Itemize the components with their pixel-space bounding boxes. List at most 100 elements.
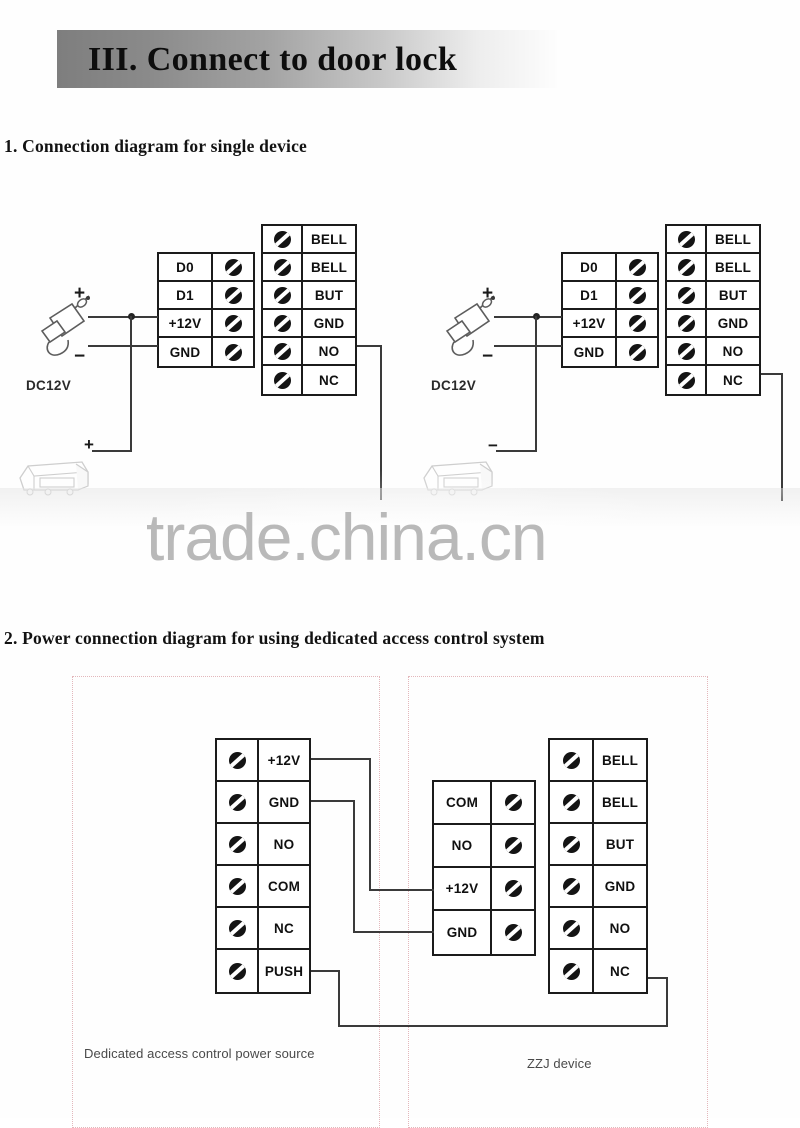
terminal-row: NO xyxy=(263,338,355,366)
dc-power-label-left: DC12V xyxy=(26,378,72,393)
terminal-row: GND xyxy=(217,782,309,824)
wire-adapter-minus-right xyxy=(494,345,562,348)
terminal-label: BELL xyxy=(601,794,639,810)
screw-icon xyxy=(667,366,707,394)
screw-icon xyxy=(263,366,303,394)
wire-12v-seg-a xyxy=(311,758,371,761)
screw-icon xyxy=(550,866,594,906)
terminal-label: D1 xyxy=(159,282,213,308)
terminal-row: BUT xyxy=(667,282,759,310)
section-1-heading: 1. Connection diagram for single device xyxy=(4,136,308,156)
wire-gnd-seg-c xyxy=(353,931,434,934)
terminal-row: BUT xyxy=(550,824,646,866)
wire-gnd-seg-b xyxy=(353,800,356,933)
terminal-label: NO xyxy=(609,920,631,936)
screw-icon xyxy=(213,254,253,280)
screw-icon xyxy=(550,908,594,948)
wire-gnd-seg-a xyxy=(311,800,355,803)
terminal-row: GND xyxy=(159,338,253,366)
terminal-row: GND xyxy=(263,310,355,338)
screw-icon xyxy=(667,338,707,364)
terminal-label: NO xyxy=(318,343,340,359)
screw-icon xyxy=(550,824,594,864)
terminal-label: BUT xyxy=(314,287,344,303)
wire-no-down-left xyxy=(380,345,383,500)
terminal-label: BELL xyxy=(714,259,752,275)
terminal-row: GND xyxy=(563,338,657,366)
screw-icon xyxy=(263,310,303,336)
lock-plus-sign-left: + xyxy=(84,435,94,454)
wire-nc-out-right xyxy=(761,373,783,376)
relay-terminal-block-left: BELL BELL BUT GND NO NC xyxy=(261,224,357,396)
screw-icon xyxy=(217,782,259,822)
terminal-row: NO xyxy=(217,824,309,866)
terminal-label: GND xyxy=(159,338,213,366)
terminal-row: BELL xyxy=(667,226,759,254)
terminal-row: BELL xyxy=(667,254,759,282)
terminal-row: BELL xyxy=(263,226,355,254)
dc-adapter-icon-right xyxy=(445,295,495,356)
wiegand-terminal-block-left: D0 D1 +12V GND xyxy=(157,252,255,368)
wire-nc-down-right xyxy=(781,373,784,501)
terminal-row: D1 xyxy=(159,282,253,310)
wire-lock-positive-horizontal-left xyxy=(92,450,132,453)
wire-12v-seg-c xyxy=(369,889,434,892)
terminal-label: BUT xyxy=(718,287,748,303)
wire-adapter-plus-left xyxy=(88,316,158,319)
screw-icon xyxy=(263,254,303,280)
door-lock-illustration-left xyxy=(19,461,89,496)
terminal-row: BELL xyxy=(263,254,355,282)
page-title: III. Connect to door lock xyxy=(88,41,458,78)
screw-icon xyxy=(550,782,594,822)
adapter-plus-sign-left: + xyxy=(74,283,86,304)
screw-icon xyxy=(213,282,253,308)
adapter-plus-sign-right: + xyxy=(482,283,494,304)
terminal-label: +12V xyxy=(563,310,617,336)
wire-push-seg-e xyxy=(648,977,668,980)
wire-push-seg-b xyxy=(338,970,341,1027)
terminal-label: +12V xyxy=(434,868,492,909)
screw-icon xyxy=(617,254,657,280)
terminal-label: GND xyxy=(268,794,300,810)
terminal-row: NC xyxy=(667,366,759,394)
terminal-row: NO xyxy=(667,338,759,366)
terminal-row: D0 xyxy=(159,254,253,282)
terminal-row: +12V xyxy=(563,310,657,338)
screw-icon xyxy=(667,310,707,336)
terminal-row: NO xyxy=(550,908,646,950)
terminal-row: +12V xyxy=(159,310,253,338)
terminal-label: BELL xyxy=(310,231,348,247)
terminal-label: NC xyxy=(723,372,743,388)
terminal-row: +12V xyxy=(217,740,309,782)
terminal-label: COM xyxy=(434,782,492,823)
terminal-row: D1 xyxy=(563,282,657,310)
screw-icon xyxy=(550,740,594,780)
power-source-caption: Dedicated access control power source xyxy=(84,1046,315,1061)
screw-icon xyxy=(492,825,534,866)
adapter-minus-sign-right: − xyxy=(482,346,494,367)
wire-12v-seg-b xyxy=(369,758,372,891)
section-2-heading: 2. Power connection diagram for using de… xyxy=(4,628,545,648)
screw-icon xyxy=(667,254,707,280)
screw-icon xyxy=(263,226,303,252)
dc-power-label-right: DC12V xyxy=(431,378,477,393)
terminal-label: BELL xyxy=(714,231,752,247)
screw-icon xyxy=(617,338,657,366)
terminal-label: PUSH xyxy=(264,963,304,979)
terminal-row: +12V xyxy=(434,868,534,911)
screw-icon xyxy=(667,282,707,308)
terminal-row: NO xyxy=(434,825,534,868)
wire-push-seg-c xyxy=(338,1025,668,1028)
lock-minus-sign-right: − xyxy=(488,436,498,455)
screw-icon xyxy=(492,911,534,954)
screw-icon xyxy=(213,338,253,366)
terminal-row: D0 xyxy=(563,254,657,282)
terminal-row: GND xyxy=(434,911,534,954)
terminal-label: NO xyxy=(722,343,744,359)
screw-icon xyxy=(217,740,259,780)
terminal-row: GND xyxy=(550,866,646,908)
screw-icon xyxy=(492,782,534,823)
wire-push-seg-a xyxy=(311,970,340,973)
screw-icon xyxy=(667,226,707,252)
terminal-label: NO xyxy=(434,825,492,866)
